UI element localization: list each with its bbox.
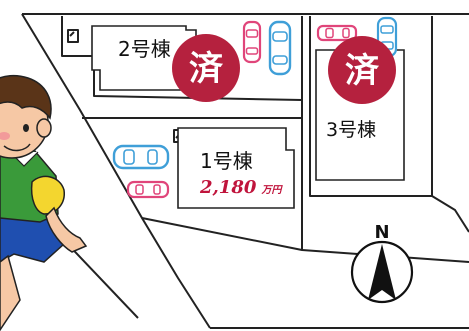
compass-letter: N [374, 222, 389, 243]
compass: N [350, 222, 414, 304]
sold-mark-lot3: 済 [345, 51, 380, 91]
car-icon [268, 20, 292, 76]
lot1-house: 1号棟 2,180 万円 [177, 127, 295, 209]
road-edge-right [431, 195, 469, 233]
lot3-boundary [309, 16, 433, 197]
sold-badge-icon: 済 [172, 34, 240, 102]
house-outline [177, 127, 295, 209]
sold-badge-icon: 済 [328, 36, 396, 104]
sold-mark-lot2: 済 [189, 49, 224, 89]
north-arrow-icon [368, 244, 396, 300]
lot2-label: 2号棟 [118, 37, 171, 61]
car-icon [316, 24, 358, 42]
price-number: 2,180 [199, 177, 257, 198]
lot1-price: 2,180 万円 [199, 177, 283, 198]
lot1-label: 1号棟 [200, 149, 253, 173]
price-unit: 万円 [260, 185, 283, 196]
lot3-label: 3号棟 [326, 119, 376, 141]
car-icon [112, 144, 170, 170]
car-icon [126, 180, 170, 199]
entrance-mark-icon [67, 29, 79, 43]
car-icon [242, 20, 262, 64]
road-bottom [141, 217, 469, 263]
boy-character [0, 74, 88, 331]
